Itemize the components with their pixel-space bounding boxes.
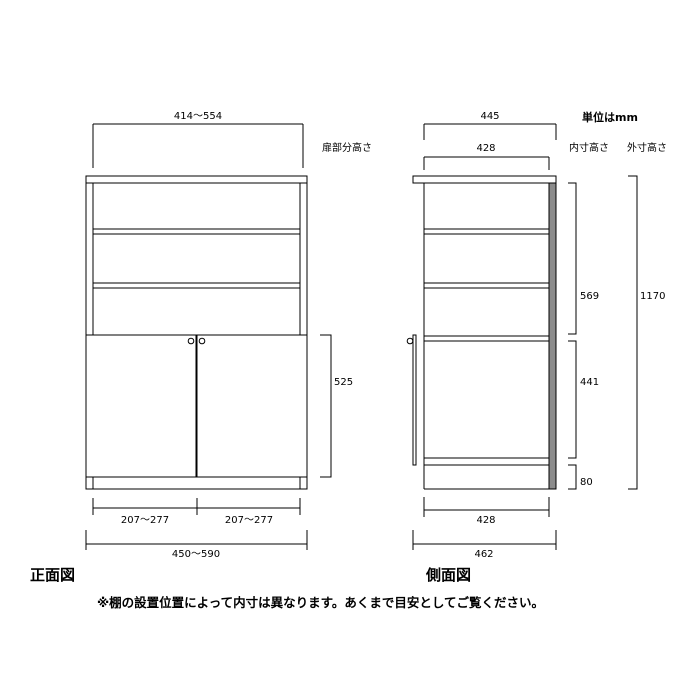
side-outer-depth-top-label: 445 [480, 111, 500, 122]
unit-label: 単位はmm [582, 111, 638, 124]
side-top-board [412, 175, 557, 184]
side-upper-inner-height-dimension-line [568, 182, 577, 335]
side-inner-depth-top-dimension-line [423, 156, 550, 170]
outer-height-label: 1170 [640, 291, 666, 302]
front-right-side-panel [299, 182, 308, 336]
front-plinth [85, 476, 308, 490]
door-height-label: 525 [334, 377, 354, 388]
side-door-profile [412, 334, 417, 466]
plinth-height-label: 80 [580, 477, 593, 488]
front-shelf-2 [92, 282, 301, 289]
front-total-width-label: 450～590 [171, 549, 221, 560]
front-top-width-label: 414～554 [173, 111, 223, 122]
front-right-door [196, 334, 308, 478]
side-view-label: 側面図 [426, 566, 472, 584]
front-door-width-dimension-line [92, 498, 301, 515]
front-total-width-dimension-line [85, 530, 308, 550]
disclaimer-note: ※棚の設置位置によって内寸は異なります。あくまで目安としてご覧ください。 [97, 595, 545, 610]
side-outer-depth-top-dimension-line [423, 123, 557, 140]
side-shelf-1 [423, 228, 550, 235]
front-left-side-panel [85, 182, 94, 336]
side-outer-depth-bottom-dimension-line [412, 530, 557, 550]
door-left-width-label: 207～277 [120, 515, 170, 526]
outer-height-header: 外寸高さ [627, 143, 667, 154]
side-shelf-3 [423, 335, 550, 342]
door-right-width-label: 207～277 [224, 515, 274, 526]
front-top-width-dimension-line [92, 123, 304, 168]
front-view-label: 正面図 [30, 566, 76, 584]
side-lower-inner-height-dimension-line [568, 340, 577, 459]
side-inner-depth-bottom-label: 428 [476, 515, 496, 526]
side-door-knob [406, 337, 414, 345]
side-outer-depth-bottom-label: 462 [474, 549, 494, 560]
side-view-drawing [406, 123, 638, 550]
side-outer-height-dimension-line [628, 175, 638, 490]
side-shelf-2 [423, 282, 550, 289]
lower-inner-height-label: 441 [580, 377, 600, 388]
side-plinth-height-dimension-line [568, 464, 577, 490]
upper-inner-height-label: 569 [580, 291, 600, 302]
door-height-header: 扉部分高さ [322, 143, 372, 154]
side-inner-depth-top-label: 428 [476, 143, 496, 154]
front-right-knob [198, 337, 206, 345]
side-back-panel [548, 182, 557, 490]
front-left-door [85, 334, 197, 478]
front-door-height-dimension-line [320, 334, 332, 478]
inner-height-header: 内寸高さ [569, 143, 609, 154]
front-left-knob [187, 337, 195, 345]
front-shelf-1 [92, 228, 301, 235]
side-inner-depth-bottom-dimension-line [423, 497, 550, 517]
front-top-board [85, 175, 308, 184]
side-bottom-board [423, 457, 550, 466]
front-view-drawing [85, 123, 332, 550]
